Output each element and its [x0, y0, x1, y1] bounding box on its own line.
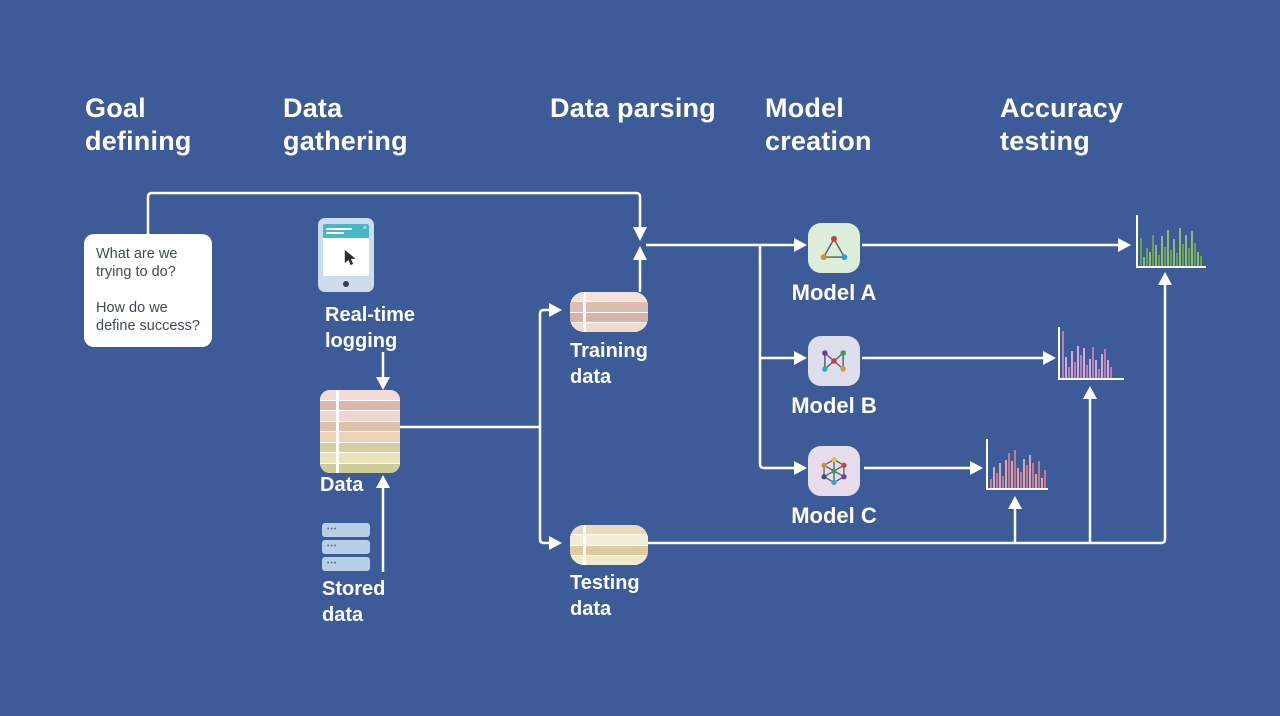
model-b-accuracy-chart: [1058, 327, 1124, 380]
goal-note-line1: What are we trying to do?: [96, 246, 178, 280]
server-row-icon: •••: [322, 540, 370, 554]
goal-note-line2: How do we define success?: [96, 300, 200, 334]
server-row-icon: •••: [322, 523, 370, 537]
goal-note-box: What are we trying to do? How do we defi…: [84, 234, 212, 347]
data-table-column-divider: [336, 390, 339, 473]
testing-data-divider: [583, 525, 586, 565]
stage-header-model-creation: Model creation: [765, 93, 872, 156]
model-a-label: Model A: [791, 280, 877, 305]
stage-header-data-parsing: Data parsing: [550, 93, 716, 123]
training-data-label: Training data: [570, 340, 648, 388]
stage-header-data-gathering: Data gathering: [283, 93, 408, 156]
model-b-icon: [808, 336, 860, 386]
bowtie-graph-icon: [822, 350, 846, 372]
hexagon-graph-icon: [821, 456, 847, 486]
triangle-graph-icon: [820, 235, 848, 261]
training-data-icon: [570, 292, 648, 332]
model-c-label: Model C: [791, 503, 877, 528]
stored-data-label: Stored data: [322, 578, 386, 626]
training-data-divider: [583, 292, 586, 332]
data-label: Data: [320, 474, 364, 496]
data-table-icon: [320, 390, 400, 473]
model-a-accuracy-chart: [1136, 215, 1206, 268]
close-icon: ×: [362, 225, 367, 232]
realtime-logging-label: Real-time logging: [325, 304, 416, 352]
model-c-accuracy-chart: [986, 439, 1048, 490]
cursor-icon: [344, 250, 356, 266]
stage-header-goal-defining: Goal defining: [85, 93, 192, 156]
testing-data-label: Testing data: [570, 572, 640, 620]
phone-icon: ×: [318, 218, 374, 292]
notification-banner-icon: ×: [323, 224, 369, 238]
server-row-icon: •••: [322, 557, 370, 571]
stored-data-icon: ••• ••• •••: [322, 523, 370, 571]
model-b-label: Model B: [791, 393, 877, 418]
phone-home-button-icon: [343, 281, 349, 287]
model-a-icon: [808, 223, 860, 273]
model-c-icon: [808, 446, 860, 496]
testing-data-icon: [570, 525, 648, 565]
phone-screen: ×: [323, 224, 369, 276]
stage-header-accuracy-testing: Accuracy testing: [1000, 93, 1124, 156]
